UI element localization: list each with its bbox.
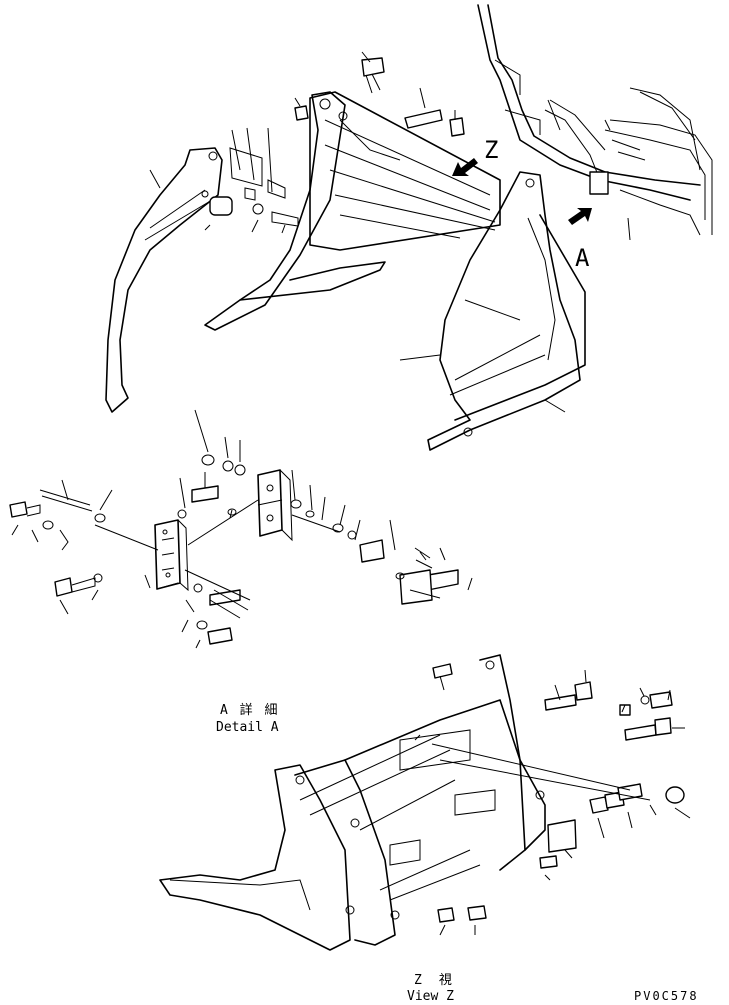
view-arrow-z [452,158,478,176]
view-z-frame [159,764,351,951]
left-upright [204,91,346,331]
fork-assembly [105,4,713,451]
right-upright [427,171,581,451]
view-z-title-en: View Z [407,989,454,1004]
detail-a-title-jp: A 詳 細 [220,703,280,718]
view-letter-a: A [575,244,590,272]
detail-a-title-en: Detail A [216,720,279,735]
hydraulic-lines [477,4,691,201]
view-arrow-a [568,208,592,225]
detail-a-assembly [9,409,473,649]
left-tine [105,147,223,413]
view-letter-z: Z [484,136,499,164]
view-z-assembly [159,654,691,951]
drawing-code: PV0C578 [634,989,699,1003]
back-frame [309,91,501,251]
view-z-title-jp: Z 視 [414,973,454,988]
